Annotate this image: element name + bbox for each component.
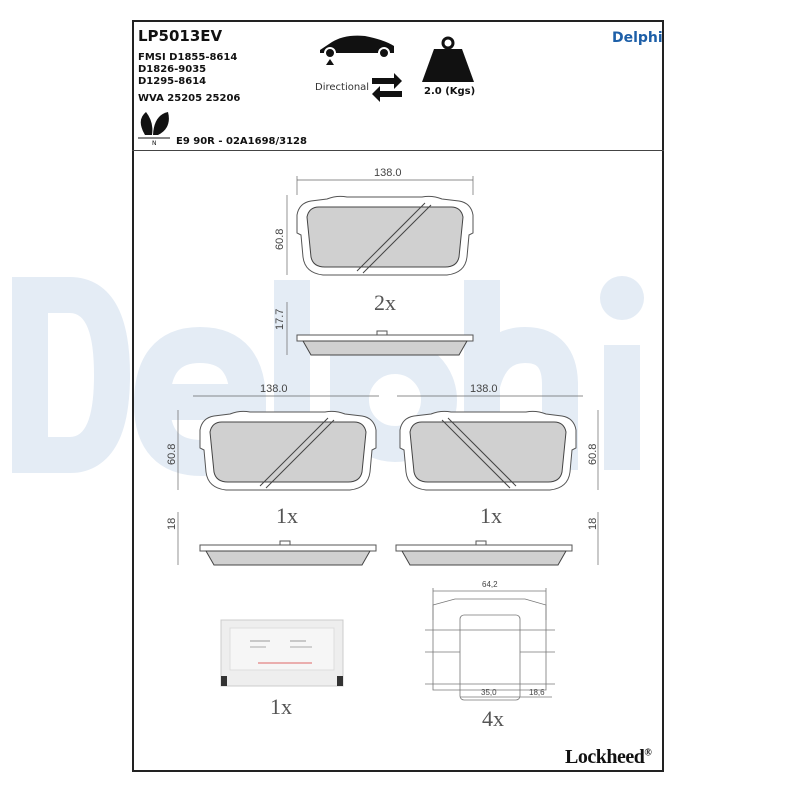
- pad-right-width: 138.0: [470, 383, 498, 395]
- pad-right-height: 60.8: [587, 444, 599, 465]
- grease-quantity: 1x: [270, 694, 292, 719]
- grease-packet-image: [220, 619, 344, 687]
- pad-left-drawing: [177, 395, 379, 566]
- pad-right-drawing: [395, 395, 599, 566]
- pad-left-quantity: 1x: [276, 503, 298, 528]
- pad-pair-height: 60.8: [274, 229, 286, 250]
- pad-right-thickness: 18: [587, 518, 599, 530]
- header-divider: [132, 150, 664, 151]
- leaf-eco-icon: [138, 112, 170, 139]
- clip-dim-a: 35,0: [481, 688, 497, 697]
- delphi-logo: Delphi: [612, 30, 663, 46]
- approval-number: E9 90R - 02A1698/3128: [176, 136, 307, 147]
- abutment-clip-drawing: [425, 588, 555, 701]
- directional-arrows-icon: [372, 73, 402, 102]
- pad-left-width: 138.0: [260, 383, 288, 395]
- lockheed-logo: Lockheed®: [565, 746, 652, 769]
- pad-left-height: 60.8: [166, 444, 178, 465]
- clip-width: 64,2: [482, 580, 498, 589]
- wva-numbers: WVA 25205 25206: [138, 93, 241, 104]
- weight-value: 2.0 (Kgs): [424, 86, 476, 97]
- fmsi-line-3: D1295-8614: [138, 76, 207, 87]
- pad-pair-drawing: [286, 176, 474, 356]
- registered-mark: ®: [644, 747, 652, 759]
- weight-icon: [422, 36, 474, 82]
- pad-pair-thickness: 17.7: [274, 309, 286, 330]
- pad-pair-quantity: 2x: [374, 290, 396, 315]
- directional-label: Directional: [315, 82, 370, 93]
- pad-right-quantity: 1x: [480, 503, 502, 528]
- lockheed-brand: Lockheed: [565, 746, 645, 768]
- eco-mark: N: [152, 140, 157, 147]
- clip-dim-b: 18,6: [529, 688, 545, 697]
- pad-left-thickness: 18: [166, 518, 178, 530]
- datasheet-frame: [132, 20, 664, 772]
- fmsi-line-1: FMSI D1855-8614: [138, 52, 238, 63]
- pad-pair-width: 138.0: [374, 167, 402, 179]
- part-number: LP5013EV: [138, 27, 223, 45]
- car-axle-icon: [320, 35, 394, 65]
- fmsi-line-2: D1826-9035: [138, 64, 207, 75]
- clip-quantity: 4x: [482, 706, 504, 731]
